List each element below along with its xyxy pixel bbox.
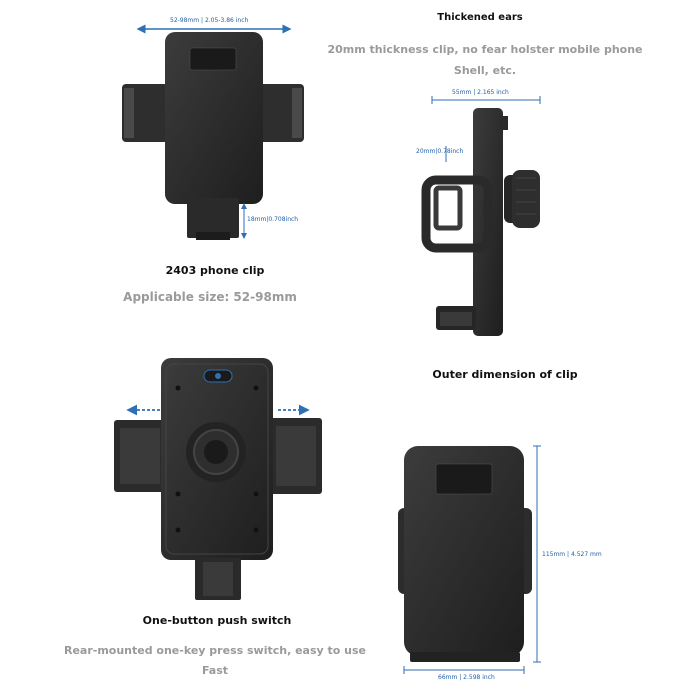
- front-view-holder: [122, 24, 304, 240]
- back-view-holder: [114, 358, 322, 600]
- holder-body: [165, 32, 263, 204]
- top-right-width-dimension-label: 55mm | 2.165 inch: [452, 89, 509, 96]
- dim-body: [404, 446, 524, 656]
- bottom-right-title: Outer dimension of clip: [432, 368, 578, 381]
- top-left-title: 2403 phone clip: [165, 264, 265, 277]
- top-right-description-line2: Shell, etc.: [453, 64, 517, 77]
- top-left-subtitle: Applicable size: 52-98mm: [123, 290, 297, 304]
- bottom-left-description-line1: Rear-mounted one-key press switch, easy …: [63, 644, 367, 657]
- side-clamp-loop: [421, 175, 493, 253]
- top-right-title: Thickened ears: [437, 12, 523, 23]
- dimension-view-holder: [398, 445, 541, 674]
- top-right-thickness-dimension-label: 20mm|0.78inch: [416, 148, 464, 155]
- side-view-holder: [421, 96, 541, 336]
- bottom-foot: [187, 198, 239, 238]
- top-right-description-line1: 20mm thickness clip, no fear holster mob…: [327, 43, 643, 56]
- bottom-left-description-line2: Fast: [201, 664, 229, 677]
- top-left-foot-dimension-label: 18mm|0.708inch: [247, 216, 299, 223]
- bottom-left-title: One-button push switch: [142, 614, 292, 627]
- bottom-right-width-dimension-label: 66mm | 2.598 inch: [438, 674, 495, 681]
- top-left-width-dimension-label: 52-98mm | 2.05-3.86 inch: [170, 17, 249, 24]
- bottom-right-height-dimension-label: 115mm | 4.527 mm: [542, 551, 602, 558]
